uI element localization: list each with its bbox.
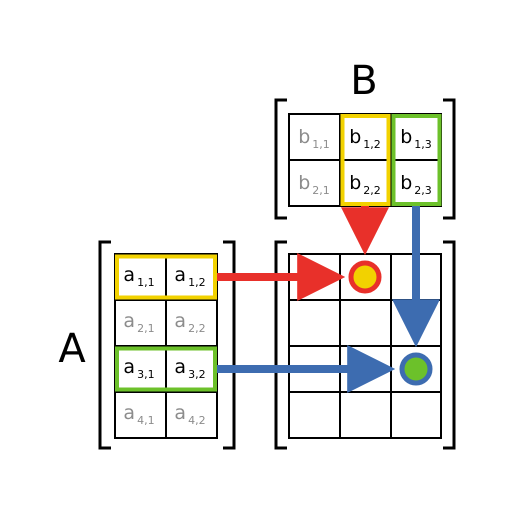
matrix-a-row-3-highlight [115,346,217,392]
matrix-a-right-bracket [223,240,236,450]
result-c12-marker [348,260,382,294]
matrix-b-column-3-highlight [391,114,442,206]
matrix-c-left-bracket [274,240,287,450]
matrix-a-label: A [58,326,86,372]
result-c33-marker [399,352,433,386]
matrix-b-right-bracket [443,98,456,220]
matrix-b-column-2-highlight [340,114,391,206]
matrix-a-row-1-highlight [115,254,217,300]
matrix-c-right-bracket [443,240,456,450]
matrix-a-left-bracket [98,240,111,450]
matrix-a-grid [114,253,218,439]
matrix-b-left-bracket [274,98,287,220]
matrix-b-label: B [350,58,377,104]
